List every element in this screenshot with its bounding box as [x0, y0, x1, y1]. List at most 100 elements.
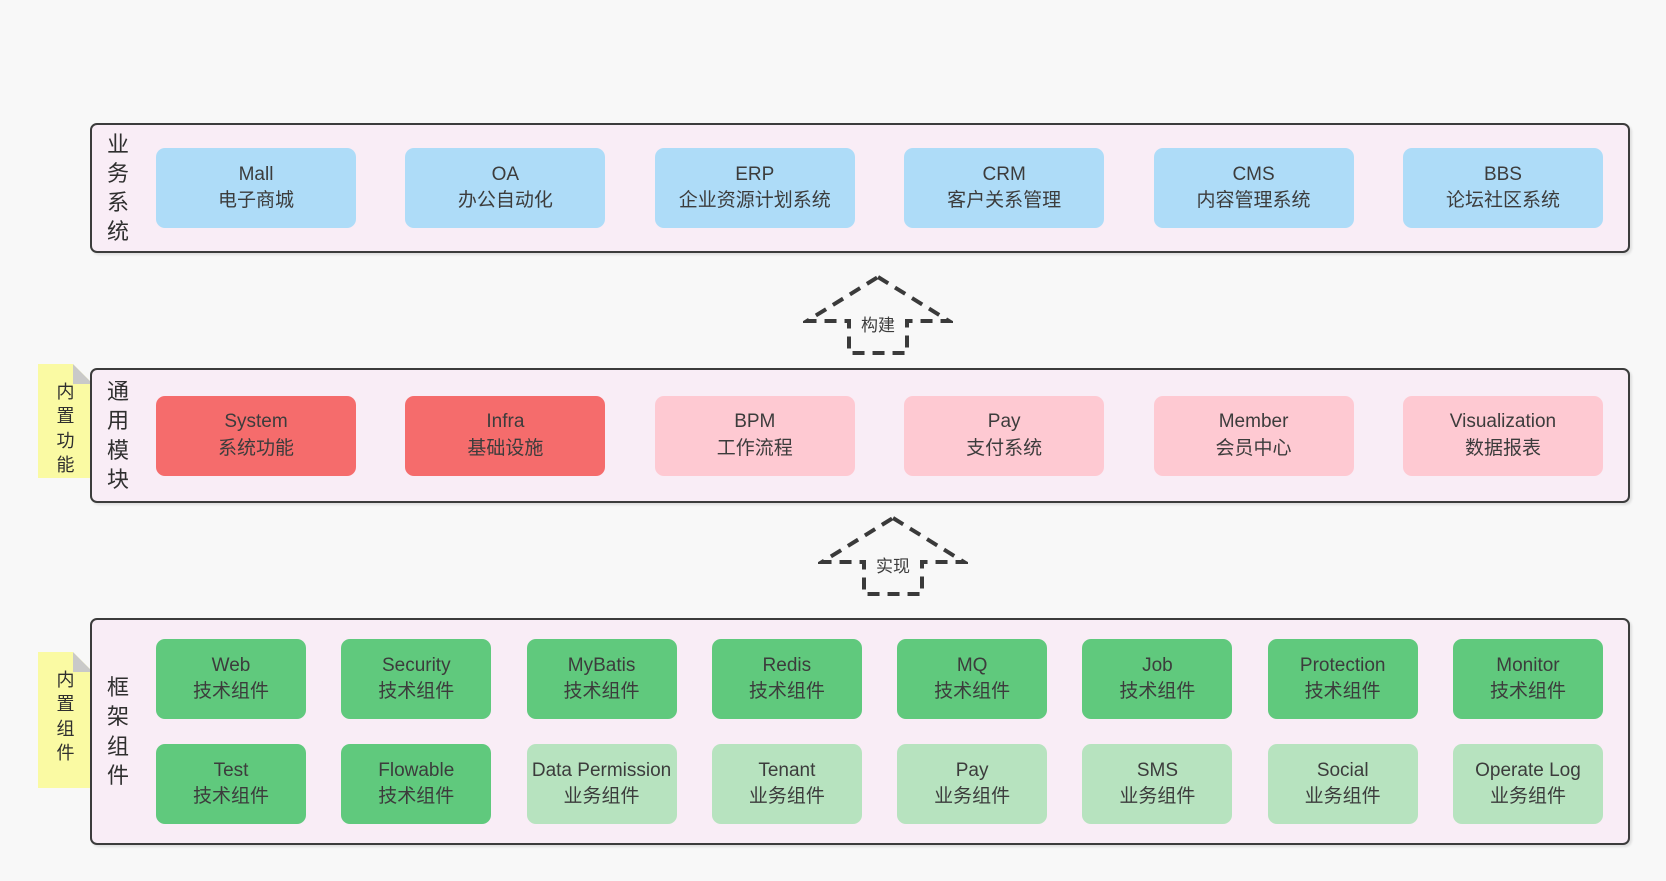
component-box-monitor: Monitor 技术组件 [1452, 639, 1603, 719]
box-title: Tenant [758, 759, 816, 781]
box-subtitle: 业务组件 [748, 786, 825, 807]
box-title: OA [491, 163, 520, 185]
box-title: Flowable [378, 759, 455, 781]
box-subtitle: 办公自动化 [457, 190, 553, 211]
box-subtitle: 数据报表 [1464, 437, 1541, 459]
component-box-web: Web 技术组件 [156, 639, 306, 719]
box-title: Visualization [1449, 411, 1557, 433]
arrow-label: 构建 [858, 311, 898, 336]
component-box-pay: Pay 业务组件 [897, 744, 1048, 824]
band-label: 框架组件 [106, 675, 129, 788]
block-arrow-up-icon [818, 515, 968, 596]
arrow-label: 实现 [873, 552, 913, 577]
component-box-operate-log: Operate Log 业务组件 [1452, 744, 1603, 824]
system-box-crm: CRM 客户关系管理 [904, 148, 1105, 228]
box-subtitle: 技术组件 [1304, 681, 1381, 702]
box-title: BPM [734, 411, 776, 433]
band-label: 通用模块 [106, 379, 129, 492]
box-title: BBS [1483, 163, 1522, 185]
box-subtitle: 技术组件 [378, 786, 455, 807]
box-title: Operate Log [1475, 759, 1581, 781]
box-title: Data Permission [531, 759, 672, 781]
box-subtitle: 技术组件 [192, 786, 269, 807]
box-subtitle: 技术组件 [934, 681, 1011, 702]
module-box-member: Member 会员中心 [1153, 395, 1354, 476]
box-title: ERP [735, 163, 775, 185]
box-title: Mall [238, 163, 274, 185]
component-box-social: Social 业务组件 [1267, 744, 1418, 824]
system-box-mall: Mall 电子商城 [156, 148, 356, 228]
module-box-visualization: Visualization 数据报表 [1402, 395, 1603, 476]
arrow-implement: 实现 [818, 514, 968, 598]
arrow-build: 构建 [803, 273, 953, 357]
box-title: Protection [1299, 654, 1386, 676]
box-subtitle: 技术组件 [748, 681, 825, 702]
box-title: CMS [1232, 163, 1275, 185]
module-box-system: System 系统功能 [156, 395, 356, 476]
sticky-label: 内置组件 [56, 670, 75, 763]
box-subtitle: 企业资源计划系统 [678, 190, 831, 211]
box-title: MQ [956, 654, 988, 676]
system-box-cms: CMS 内容管理系统 [1153, 148, 1354, 228]
system-box-erp: ERP 企业资源计划系统 [654, 148, 855, 228]
box-subtitle: 会员中心 [1215, 437, 1292, 459]
component-box-mq: MQ 技术组件 [897, 639, 1048, 719]
module-box-pay: Pay 支付系统 [904, 395, 1105, 476]
box-subtitle: 内容管理系统 [1196, 190, 1311, 211]
component-box-test: Test 技术组件 [156, 744, 306, 824]
component-box-security: Security 技术组件 [341, 639, 492, 719]
box-subtitle: 业务组件 [1489, 786, 1566, 807]
box-title: System [224, 411, 288, 433]
box-subtitle: 技术组件 [378, 681, 455, 702]
box-title: MyBatis [567, 654, 636, 676]
box-title: Redis [762, 654, 812, 676]
box-title: SMS [1136, 759, 1178, 781]
component-box-mybatis: MyBatis 技术组件 [526, 639, 677, 719]
system-box-oa: OA 办公自动化 [405, 148, 606, 228]
box-title: Pay [955, 759, 989, 781]
sticky-note-builtin-features: 内置功能 [38, 364, 93, 478]
component-box-flowable: Flowable 技术组件 [341, 744, 492, 824]
box-title: CRM [982, 163, 1026, 185]
box-subtitle: 客户关系管理 [947, 190, 1062, 211]
box-subtitle: 论坛社区系统 [1445, 190, 1560, 211]
component-box-data-permission: Data Permission 业务组件 [526, 744, 677, 824]
box-subtitle: 业务组件 [1119, 786, 1196, 807]
module-box-bpm: BPM 工作流程 [654, 395, 855, 476]
component-box-tenant: Tenant 业务组件 [711, 744, 862, 824]
box-subtitle: 支付系统 [966, 437, 1043, 459]
block-arrow-up-icon [803, 274, 953, 355]
system-box-bbs: BBS 论坛社区系统 [1402, 148, 1603, 228]
box-title: Social [1316, 759, 1369, 781]
box-subtitle: 技术组件 [1119, 681, 1196, 702]
box-subtitle: 业务组件 [563, 786, 640, 807]
box-subtitle: 技术组件 [563, 681, 640, 702]
band-business-systems: 业务系统 Mall 电子商城 OA 办公自动化 ERP 企业资源计划系统 CRM… [90, 123, 1630, 253]
band-framework-components: 框架组件 Web 技术组件 Security 技术组件 MyBatis 技术组件… [90, 618, 1630, 845]
box-subtitle: 电子商城 [217, 190, 294, 211]
box-subtitle: 技术组件 [192, 681, 269, 702]
sticky-note-builtin-components: 内置组件 [38, 652, 93, 788]
sticky-label: 内置功能 [56, 382, 75, 475]
component-box-redis: Redis 技术组件 [711, 639, 862, 719]
box-subtitle: 业务组件 [1304, 786, 1381, 807]
box-title: Member [1218, 411, 1289, 433]
box-subtitle: 工作流程 [716, 437, 793, 459]
box-title: Infra [486, 411, 525, 433]
box-title: Monitor [1496, 654, 1560, 676]
band-label: 业务系统 [106, 131, 129, 245]
box-title: Pay [987, 411, 1021, 433]
component-box-sms: SMS 业务组件 [1082, 744, 1233, 824]
component-box-job: Job 技术组件 [1082, 639, 1233, 719]
box-subtitle: 基础设施 [467, 437, 544, 459]
box-title: Job [1142, 654, 1173, 676]
band-common-modules: 通用模块 System 系统功能 Infra 基础设施 BPM 工作流程 Pay… [90, 368, 1630, 503]
component-box-protection: Protection 技术组件 [1267, 639, 1418, 719]
box-title: Test [213, 759, 249, 781]
box-title: Security [381, 654, 451, 676]
box-subtitle: 技术组件 [1489, 681, 1566, 702]
box-title: Web [211, 654, 251, 676]
module-box-infra: Infra 基础设施 [405, 395, 606, 476]
box-subtitle: 业务组件 [934, 786, 1011, 807]
